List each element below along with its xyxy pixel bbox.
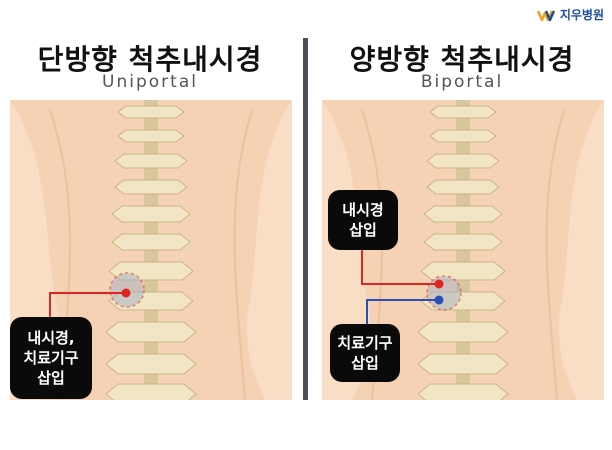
panel-divider xyxy=(303,38,308,400)
back-spine-illustration xyxy=(10,100,292,400)
endoscope-line xyxy=(361,250,439,285)
panel-title: 단방향 척추내시경 xyxy=(37,43,263,76)
biportal-panel: 양방향 척추내시경 Biportal xyxy=(312,0,612,400)
uniportal-label: 내시경, 치료기구 삽입 xyxy=(10,317,92,399)
uniportal-panel: 단방향 척추내시경 Uniportal xyxy=(0,0,300,400)
spine xyxy=(105,100,197,400)
panel-title: 양방향 척추내시경 xyxy=(349,43,575,76)
wave-logo-icon xyxy=(536,9,555,21)
panel-subtitle: Biportal xyxy=(420,72,504,92)
instrument-label: 치료기구 삽입 xyxy=(330,324,400,382)
logo-text: 지우병원 xyxy=(559,8,604,22)
instrument-line xyxy=(366,299,439,328)
endoscope-label: 내시경 삽입 xyxy=(328,190,398,250)
target-area xyxy=(426,275,462,311)
hospital-logo: 지우병원 xyxy=(536,6,604,23)
panel-subtitle: Uniportal xyxy=(102,72,198,92)
spine xyxy=(417,100,509,400)
